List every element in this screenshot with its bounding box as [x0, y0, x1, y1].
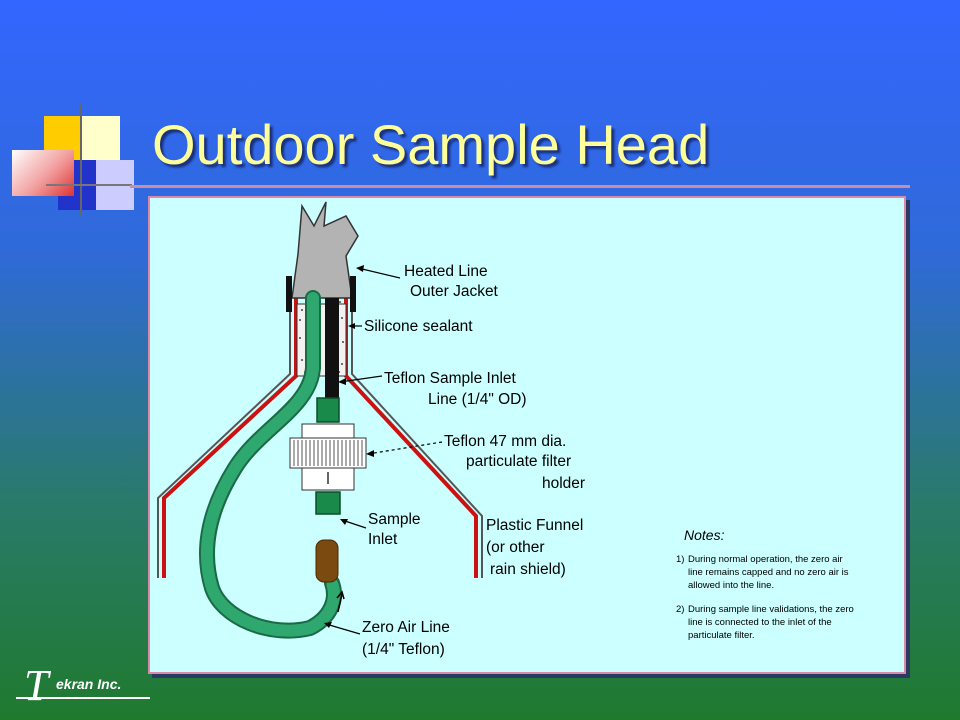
label-particulate-filter: particulate filter — [466, 453, 571, 470]
sample-head-diagram: Heated Line Outer Jacket Silicone sealan… — [157, 201, 854, 658]
jacket-edge-left — [286, 276, 292, 312]
filter-ridges — [293, 440, 363, 466]
leader-arrowheads — [324, 265, 374, 628]
zero-air-cap — [315, 539, 339, 583]
label-outer-jacket: Outer Jacket — [410, 283, 499, 300]
label-filter-diameter: Teflon 47 mm dia. — [444, 433, 566, 450]
logo-underline — [16, 697, 150, 699]
decor-horizontal-line — [46, 184, 132, 186]
label-sample: Sample — [368, 511, 421, 528]
lower-fitting — [315, 491, 341, 515]
diagram-panel: Heated Line Outer Jacket Silicone sealan… — [148, 196, 906, 674]
label-rain-shield: rain shield) — [490, 561, 566, 578]
note-2-line-2: line is connected to the inlet of the — [688, 617, 832, 628]
logo-text: ekran Inc. — [56, 676, 122, 692]
label-teflon-inlet: Teflon Sample Inlet — [384, 370, 517, 387]
flow-arrow-head — [336, 590, 345, 600]
label-teflon-inlet-size: Line (1/4" OD) — [428, 391, 527, 408]
particulate-filter-holder — [289, 437, 367, 469]
label-holder: holder — [542, 475, 585, 492]
label-heated-line: Heated Line — [404, 263, 488, 280]
funnel-shadow — [157, 298, 483, 578]
note-1-line-1: During normal operation, the zero air — [688, 554, 843, 565]
teflon-sample-inlet-line — [325, 298, 339, 400]
decor-light-yellow-square — [80, 116, 120, 166]
label-zero-air-line: Zero Air Line — [362, 619, 450, 636]
note-1-line-3: allowed into the line. — [688, 580, 774, 591]
note-1-line-2: line remains capped and no zero air is — [688, 567, 849, 578]
note-1-number: 1) — [676, 554, 684, 565]
note-2-line-3: particulate filter. — [688, 630, 755, 641]
logo-letter: T — [24, 661, 49, 710]
label-or-other: (or other — [486, 539, 545, 556]
jacket-edge-right — [350, 276, 356, 312]
notes-heading: Notes: — [684, 527, 725, 543]
slide-title: Outdoor Sample Head — [152, 113, 710, 176]
label-inlet: Inlet — [368, 531, 398, 548]
heated-line-outer-jacket — [291, 201, 359, 299]
zero-air-line-fill — [201, 292, 340, 637]
flow-arrow-zero-air — [337, 593, 343, 613]
note-2-line-1: During sample line validations, the zero — [688, 604, 854, 615]
label-zero-air-size: (1/4" Teflon) — [362, 641, 445, 658]
label-plastic-funnel: Plastic Funnel — [486, 517, 583, 534]
title-underline — [130, 185, 910, 188]
decor-red-square — [12, 150, 74, 196]
note-2-number: 2) — [676, 604, 684, 615]
decor-vertical-line — [80, 104, 82, 216]
filter-holder-top — [301, 423, 355, 439]
label-silicone-sealant: Silicone sealant — [364, 318, 473, 335]
upper-fitting — [316, 397, 340, 423]
